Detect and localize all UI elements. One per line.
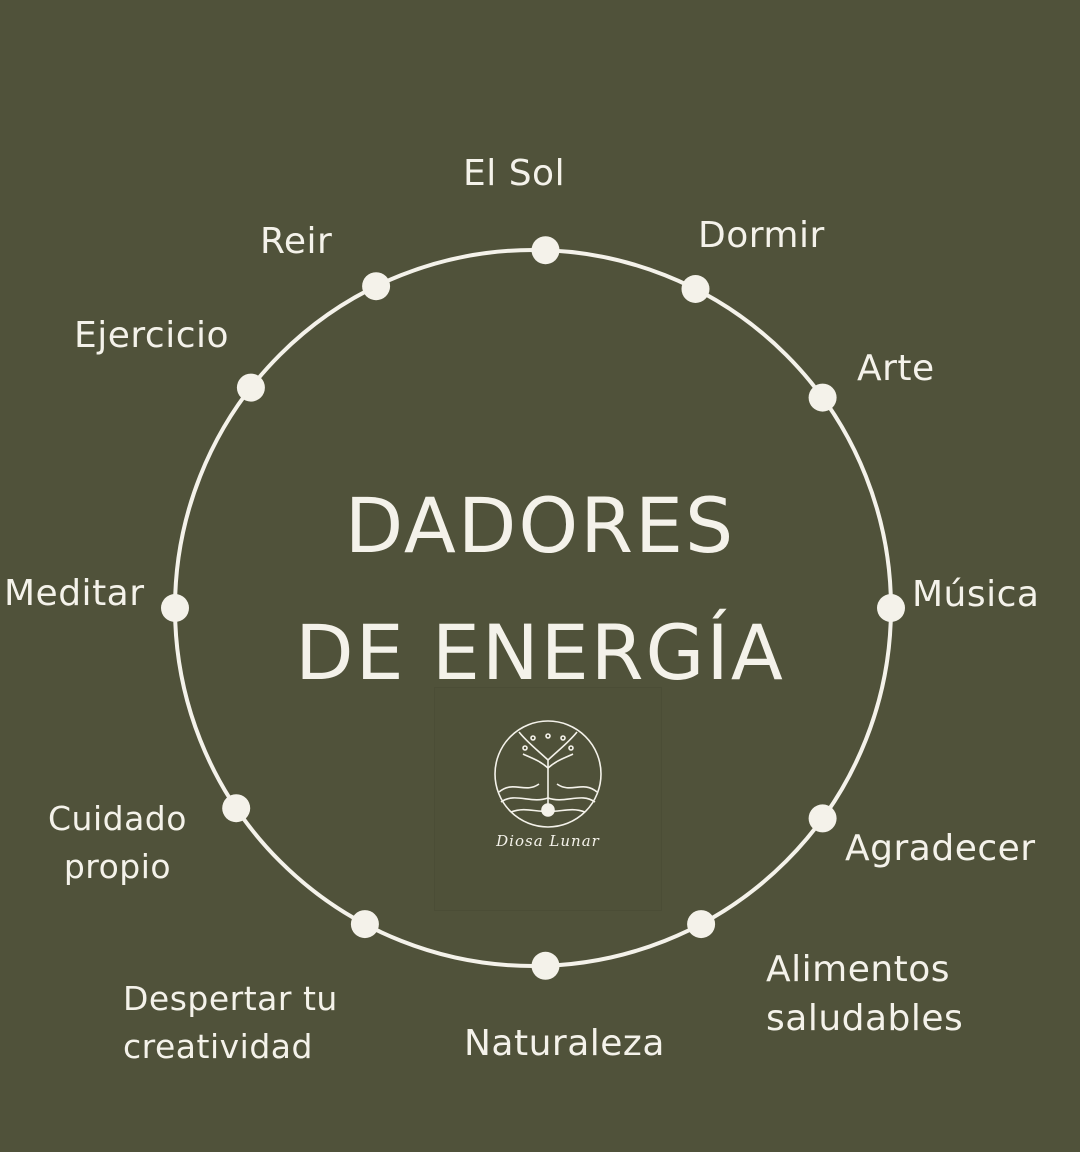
node-label-reir: Reir [260, 221, 333, 262]
node-dot [808, 804, 837, 833]
tree-moon-circle-icon [494, 720, 602, 828]
node-dot [808, 383, 837, 412]
node-label-line: Despertar tu [123, 979, 338, 1018]
title-line-2: DE ENERGÍA [295, 608, 785, 697]
node-dot [362, 272, 391, 301]
node-dot [531, 951, 560, 980]
logo-text: Diosa Lunar [496, 832, 600, 850]
node-label-line: saludables [766, 997, 964, 1039]
node-label-musica: Música [912, 574, 1040, 615]
node-label-dormir: Dormir [698, 215, 825, 256]
node-label-despertar-tu-creatividad: Despertar tu creatividad [123, 975, 338, 1071]
node-label-line: propio [63, 846, 172, 886]
node-dot [236, 373, 265, 402]
node-label-ejercicio: Ejercicio [74, 315, 230, 356]
node-dot [687, 910, 716, 939]
node-dot [531, 236, 560, 265]
node-label-alimentos-saludables: Alimentos saludables [766, 946, 963, 1043]
brand-logo: Diosa Lunar [435, 688, 661, 910]
node-dot [350, 910, 379, 939]
node-dot [161, 594, 189, 622]
title-line-1: DADORES [344, 481, 736, 570]
node-label-naturaleza: Naturaleza [464, 1023, 665, 1064]
node-label-agradecer: Agradecer [845, 828, 1036, 869]
node-label-line: Alimentos [766, 949, 951, 990]
node-label-line: creatividad [123, 1026, 313, 1066]
node-label-meditar: Meditar [4, 573, 145, 614]
node-label-cuidado-propio: Cuidado propio [48, 795, 187, 891]
node-label-arte: Arte [857, 348, 935, 389]
node-label-line: Cuidado [48, 799, 187, 838]
node-label-el-sol: El Sol [463, 153, 566, 194]
node-dot [222, 794, 251, 823]
node-dot [877, 594, 905, 622]
node-dot [681, 275, 710, 303]
